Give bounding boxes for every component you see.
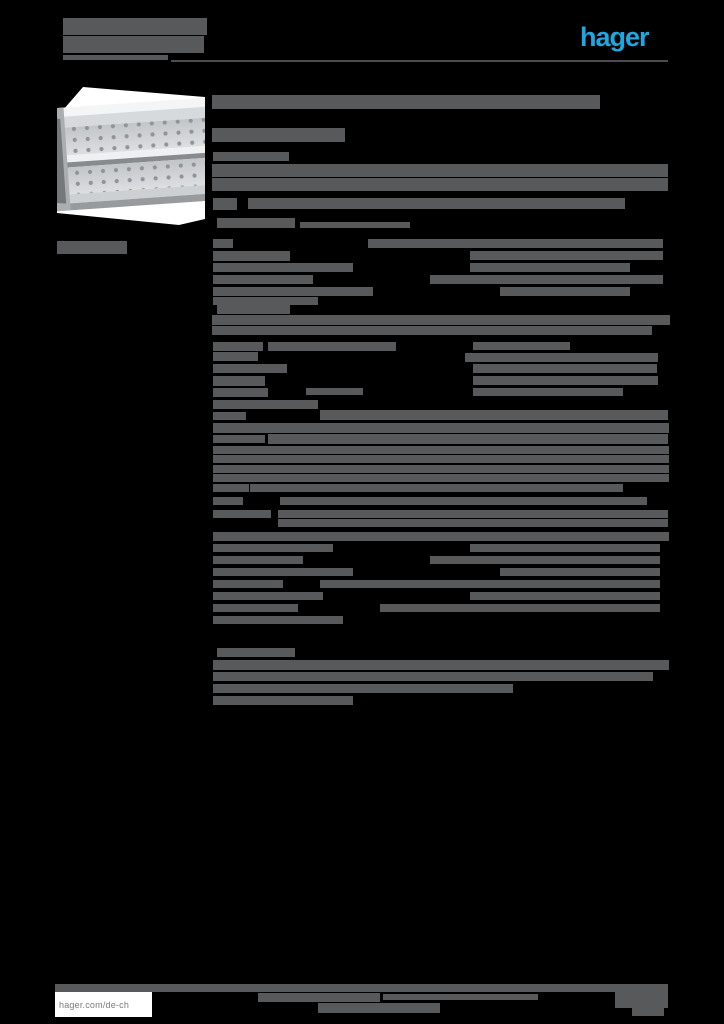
redacted-text-line (380, 604, 660, 612)
redacted-text-line (473, 388, 623, 396)
redacted-text-line (213, 455, 669, 463)
redacted-text-line (383, 994, 538, 1000)
footer-band (55, 984, 668, 992)
redacted-text-line (213, 376, 265, 386)
redacted-text-line (213, 474, 669, 482)
redacted-text-line (212, 326, 652, 335)
redacted-text-line (213, 532, 669, 541)
redacted-text-line (632, 1008, 664, 1016)
redacted-text-line (615, 985, 668, 1008)
redacted-text-line (465, 353, 658, 362)
redacted-text-line (268, 434, 668, 444)
redacted-text-line (213, 604, 298, 612)
redacted-text-line (213, 435, 265, 443)
redacted-text-line (300, 222, 410, 228)
redacted-text-line (368, 239, 663, 248)
redacted-text-line (217, 218, 295, 228)
footer-link[interactable]: hager.com/de-ch (55, 992, 152, 1017)
redacted-text-line (213, 684, 513, 693)
redacted-text-line (212, 95, 600, 109)
product-image (57, 87, 205, 225)
redacted-text-line (213, 497, 243, 505)
redacted-text-line (213, 544, 333, 552)
redacted-text-line (213, 696, 353, 705)
redacted-text-line (213, 239, 233, 248)
redacted-text-line (212, 164, 668, 177)
redacted-text-line (213, 364, 287, 373)
redacted-text-line (217, 648, 295, 657)
redacted-text-line (248, 198, 625, 209)
redacted-text-line (213, 446, 669, 454)
redacted-text-line (278, 519, 668, 527)
redacted-text-line (63, 55, 168, 60)
redacted-text-line (213, 251, 290, 261)
redacted-text-line (470, 251, 663, 260)
redacted-text-line (430, 556, 660, 564)
redacted-text-line (213, 275, 313, 284)
redacted-text-line (500, 287, 630, 296)
redacted-text-line (213, 198, 237, 210)
redacted-text-line (213, 580, 283, 588)
hager-logo: hager (580, 22, 650, 52)
redacted-text-line (258, 993, 380, 1002)
redacted-text-line (320, 580, 660, 588)
redacted-text-line (213, 556, 303, 564)
redacted-text-line (500, 568, 660, 576)
redacted-text-line (318, 1003, 440, 1013)
redacted-text-line (213, 660, 669, 670)
redacted-text-line (213, 287, 373, 296)
redacted-text-line (250, 484, 623, 492)
redacted-text-line (213, 352, 258, 361)
redacted-text-line (473, 364, 657, 373)
footer-link-label: hager.com/de-ch (59, 999, 130, 1010)
redacted-text-line (213, 592, 323, 600)
redacted-text-line (278, 510, 668, 518)
redacted-text-line (213, 342, 263, 351)
redacted-text-line (213, 388, 268, 397)
redacted-text-line (470, 544, 660, 552)
redacted-text-line (57, 241, 127, 254)
redacted-text-line (212, 315, 670, 325)
redacted-text-line (306, 388, 363, 395)
redacted-text-line (470, 592, 660, 600)
header-rule (171, 60, 668, 62)
redacted-text-line (217, 305, 290, 314)
redacted-text-line (473, 376, 658, 385)
redacted-text-line (213, 465, 669, 473)
redacted-text-line (470, 263, 630, 272)
redacted-text-line (213, 412, 246, 420)
redacted-text-line (213, 510, 271, 518)
redacted-text-line (213, 152, 289, 161)
redacted-text-line (63, 36, 204, 53)
redacted-text-line (63, 18, 207, 35)
redacted-text-line (268, 342, 396, 351)
redacted-text-line (212, 178, 668, 191)
redacted-text-line (212, 128, 345, 142)
redacted-text-line (280, 497, 647, 505)
redacted-text-line (213, 263, 353, 272)
redacted-text-line (213, 400, 318, 409)
redacted-text-line (473, 342, 570, 350)
redacted-text-line (213, 672, 653, 681)
redacted-text-line (213, 484, 249, 492)
redacted-text-line (430, 275, 663, 284)
redacted-text-line (320, 410, 668, 420)
redacted-text-line (213, 297, 318, 305)
redacted-text-line (213, 423, 669, 433)
redacted-text-line (213, 616, 343, 624)
redacted-text-line (213, 568, 353, 576)
